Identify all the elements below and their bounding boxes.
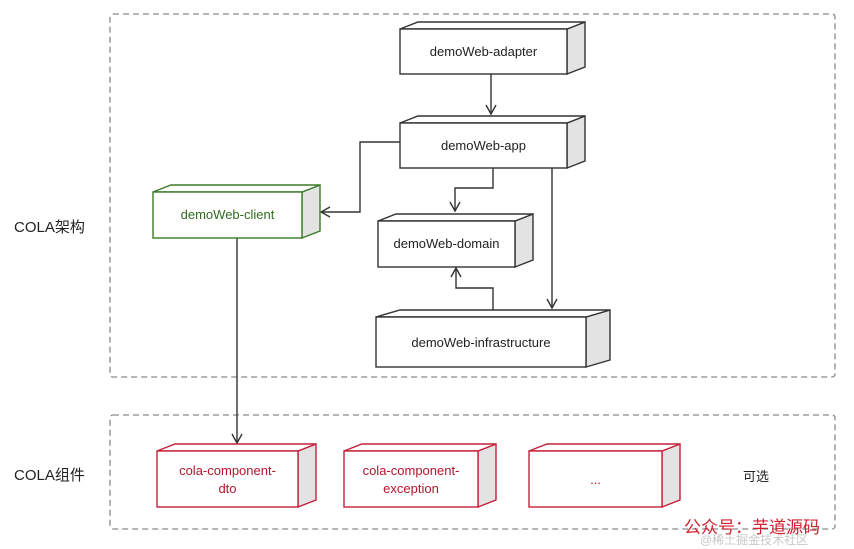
node-component-exception: cola-component- exception [343,442,497,509]
architecture-group-box [109,13,836,378]
node-component-dto-line1: cola-component- [179,463,276,478]
arrow-infrastructure-to-domain [450,266,494,314]
node-component-more: ... [528,442,681,509]
node-app-label: demoWeb-app [441,138,526,153]
node-adapter-label: demoWeb-adapter [430,44,538,59]
node-domain: demoWeb-domain [377,212,534,269]
node-component-exception-line2: exception [383,481,439,496]
node-adapter: demoWeb-adapter [399,20,586,76]
node-infrastructure-label: demoWeb-infrastructure [411,335,550,350]
architecture-group-label: COLA架构 [14,219,85,236]
connectors [231,74,558,445]
node-app: demoWeb-app [399,114,586,170]
node-component-more-label: ... [590,472,601,487]
node-component-exception-line1: cola-component- [363,463,460,478]
node-domain-label: demoWeb-domain [394,236,500,251]
node-infrastructure: demoWeb-infrastructure [375,309,611,368]
arrow-app-to-client [319,141,400,218]
optional-note: 可选 [743,469,769,484]
node-component-dto-line2: dto [218,481,236,496]
node-client: demoWeb-client [152,183,321,240]
node-component-dto: cola-component- dto [156,442,317,509]
node-client-label: demoWeb-client [181,207,275,222]
components-group-box [109,414,836,530]
watermark-main-text: 公众号：芋道源码 [684,518,820,537]
watermark: @稀土掘金技术社区 公众号：芋道源码 [684,518,820,547]
components-group-label: COLA组件 [14,467,85,484]
arrow-app-to-domain [449,168,494,213]
watermark-sub-text: @稀土掘金技术社区 [700,532,808,547]
